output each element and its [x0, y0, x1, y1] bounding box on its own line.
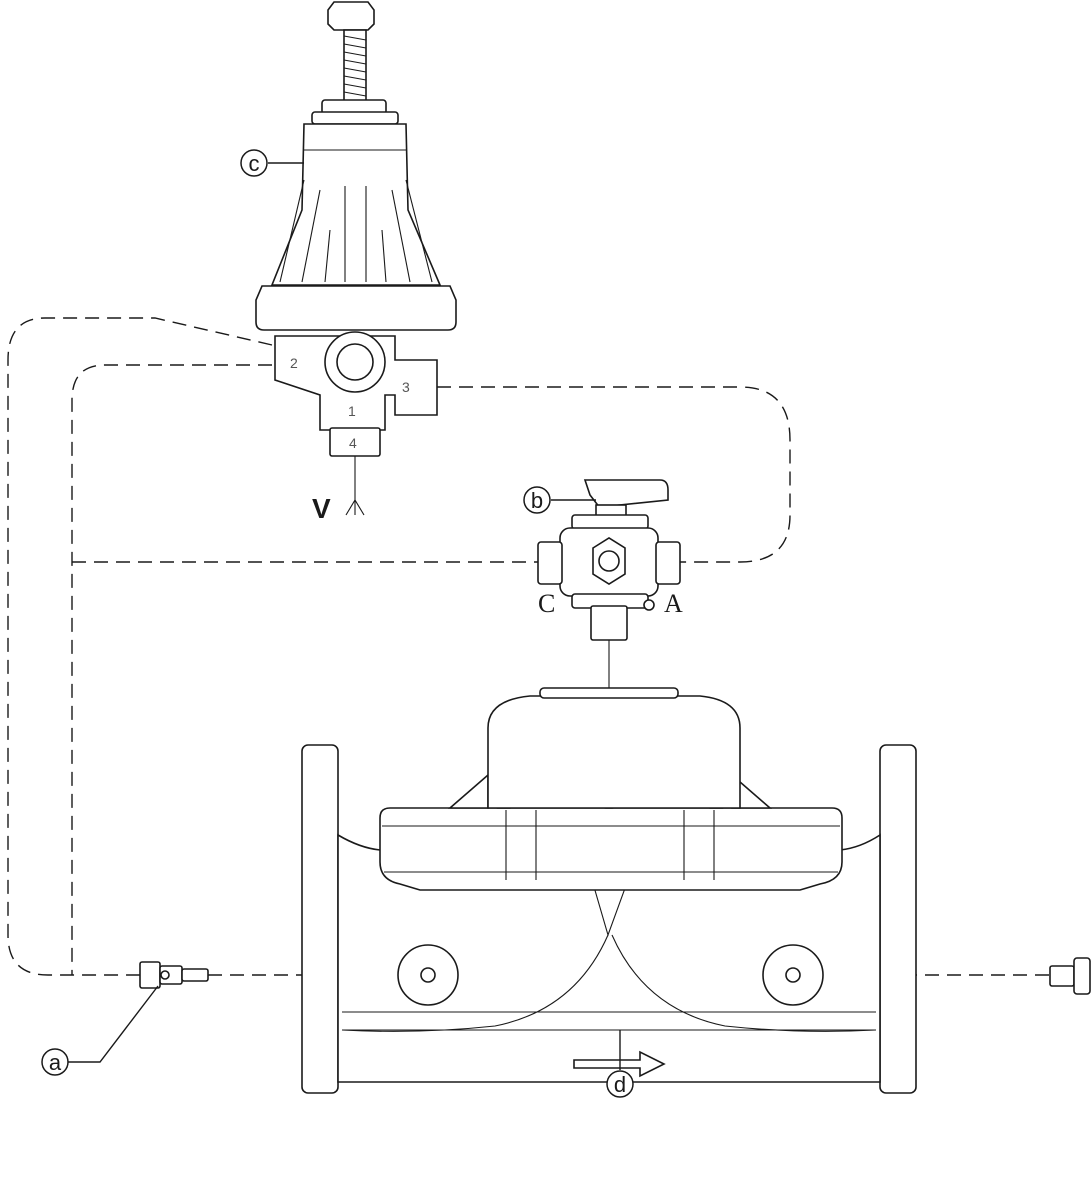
- upstream-tap-hole: [420, 967, 436, 983]
- cover-top-plug: [539, 687, 679, 699]
- tubing-pilot-inner: [71, 364, 272, 975]
- pilot-bonnet: [270, 123, 442, 286]
- port-label-2: 2: [290, 355, 298, 371]
- tubing-port3-to-selector-a: [437, 386, 791, 563]
- bonnet-ribs: [279, 149, 433, 283]
- flow-direction-arrow-icon: [573, 1050, 666, 1078]
- selector-left-fitting: [537, 541, 563, 585]
- vent-label: V: [312, 493, 331, 524]
- selector-side-label-c: C: [538, 589, 555, 618]
- selector-position-dot: [643, 599, 655, 611]
- selector-side-label-a: A: [664, 589, 683, 618]
- inlet-flange: [301, 744, 339, 1094]
- callout-d-label: d: [614, 1072, 626, 1097]
- downstream-tap-hole: [785, 967, 801, 983]
- outlet-flange: [879, 744, 917, 1094]
- selector-outlet-fitting: [590, 605, 628, 641]
- cover-bolt-ring: [379, 807, 843, 891]
- main-valve: [301, 687, 917, 1094]
- callout-b-badge: b: [523, 486, 551, 514]
- cover-bolt-ring-details: [382, 810, 840, 880]
- pilot-base-flange: [255, 285, 457, 331]
- valve-seat-left: [341, 934, 609, 1032]
- selector-center-bore: [598, 550, 620, 572]
- filter-tube: [181, 968, 209, 982]
- pilot-valve: 2 3 1 4 V: [255, 1, 457, 524]
- spring-cap-ring: [311, 111, 399, 125]
- downstream-fitting-body: [1049, 965, 1075, 987]
- downstream-fitting-nut: [1073, 957, 1091, 995]
- adjusting-screw-thread: [343, 29, 367, 103]
- port-label-3: 3: [402, 379, 410, 395]
- callout-c-badge: c: [240, 149, 268, 177]
- port-label-1: 1: [348, 403, 356, 419]
- callout-a-badge: a: [41, 1048, 69, 1076]
- callout-b-label: b: [531, 488, 543, 513]
- valve-diaphragm-stem: [591, 879, 629, 937]
- callout-d-badge: d: [606, 1070, 634, 1098]
- inline-filter: [68, 961, 209, 1063]
- adjusting-screw-nut: [327, 1, 375, 31]
- selector-valve: C A: [537, 479, 683, 690]
- downstream-fitting: [1049, 957, 1091, 995]
- valve-seat-right: [611, 934, 877, 1032]
- thread-lines: [343, 35, 367, 97]
- callout-a-label: a: [49, 1050, 62, 1075]
- tubing-upstream-outer: [7, 317, 273, 976]
- port-label-4: 4: [349, 435, 357, 451]
- selector-right-fitting: [655, 541, 681, 585]
- vent-arrow-icon: [345, 499, 365, 516]
- pilot-gauge-port-inner: [336, 343, 374, 381]
- selector-handle: [583, 479, 669, 509]
- main-valve-cover: [487, 695, 741, 809]
- callout-c-label: c: [249, 151, 260, 176]
- selector-top-cap: [571, 514, 649, 530]
- callout-a-leader: [68, 985, 159, 1063]
- filter-nut: [139, 961, 161, 989]
- filter-screw: [160, 970, 170, 980]
